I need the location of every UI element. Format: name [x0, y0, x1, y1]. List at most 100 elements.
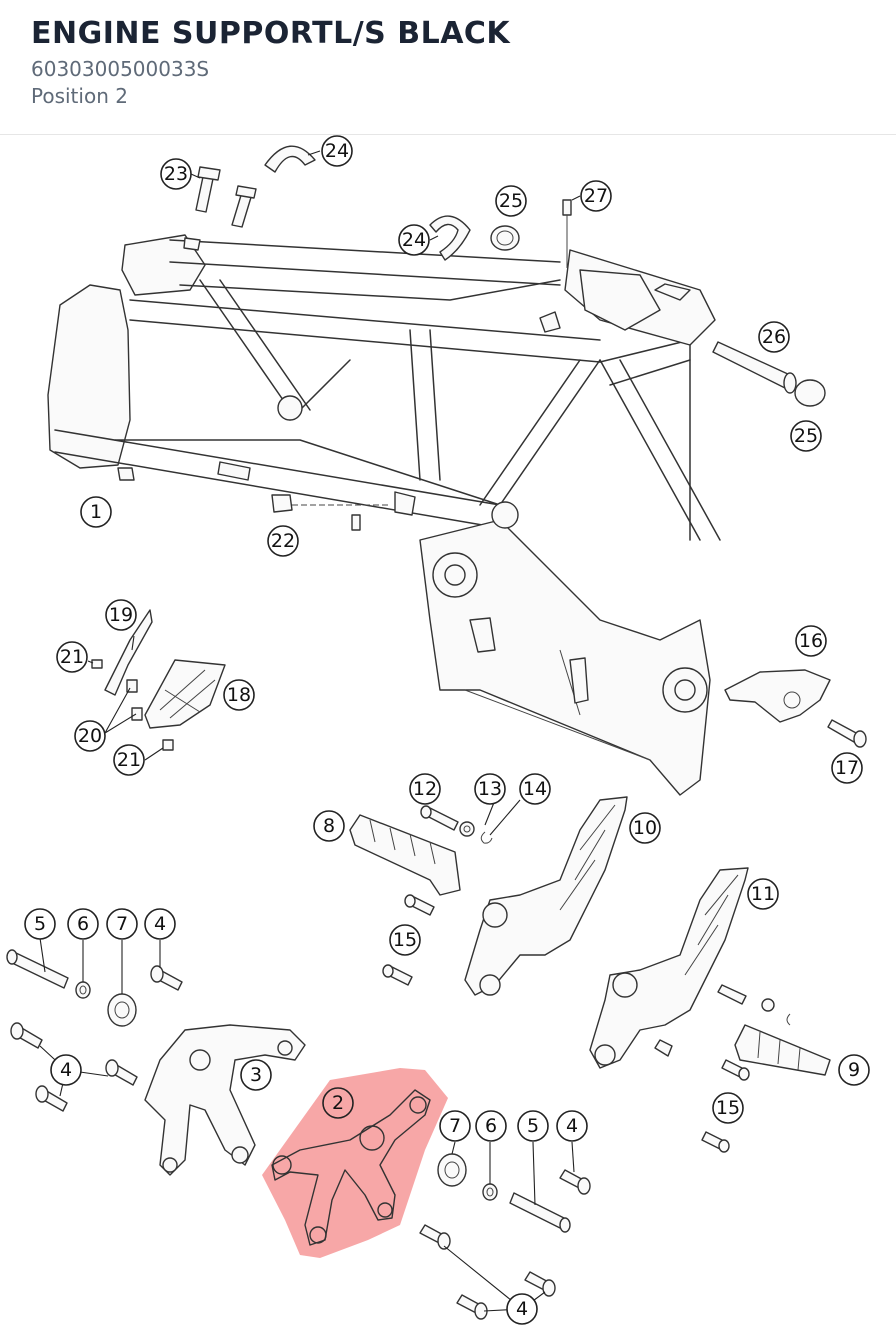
footpeg-8 — [349, 814, 461, 896]
callout-25-right[interactable]: 25 — [790, 420, 822, 452]
svg-text:5: 5 — [527, 1115, 539, 1137]
svg-text:18: 18 — [227, 684, 251, 706]
svg-text:14: 14 — [523, 778, 547, 800]
callout-4-left-lower[interactable]: 4 — [50, 1054, 82, 1086]
callout-6-right[interactable]: 6 — [475, 1110, 507, 1142]
callout-13[interactable]: 13 — [474, 773, 506, 805]
svg-text:9: 9 — [848, 1059, 860, 1081]
svg-text:1: 1 — [90, 501, 102, 523]
svg-text:15: 15 — [716, 1097, 740, 1119]
callout-24-mid[interactable]: 24 — [398, 224, 430, 256]
callout-2-highlighted[interactable]: 2 — [322, 1087, 354, 1119]
washer-6-right — [482, 1183, 498, 1201]
svg-text:2: 2 — [332, 1092, 344, 1114]
svg-text:8: 8 — [323, 815, 335, 837]
callout-5-right[interactable]: 5 — [517, 1110, 549, 1142]
svg-text:22: 22 — [271, 530, 295, 552]
svg-text:16: 16 — [799, 630, 823, 652]
callout-15-lower[interactable]: 15 — [712, 1092, 744, 1124]
bolts-15-top — [382, 894, 435, 986]
callout-22[interactable]: 22 — [267, 525, 299, 557]
svg-text:4: 4 — [60, 1059, 72, 1081]
svg-text:3: 3 — [250, 1064, 262, 1086]
callout-26[interactable]: 26 — [758, 321, 790, 353]
svg-text:26: 26 — [762, 326, 786, 348]
callout-18[interactable]: 18 — [223, 679, 255, 711]
callout-25-top[interactable]: 25 — [495, 185, 527, 217]
svg-text:6: 6 — [77, 913, 89, 935]
highlight-region — [262, 1068, 448, 1258]
callout-14[interactable]: 14 — [519, 773, 551, 805]
svg-text:7: 7 — [116, 913, 128, 935]
frame-part-1 — [47, 234, 721, 796]
callout-23[interactable]: 23 — [160, 158, 192, 190]
pin-12 — [420, 805, 459, 831]
callout-1[interactable]: 1 — [80, 496, 112, 528]
bolts-4-left-group — [10, 1022, 138, 1112]
svg-text:24: 24 — [325, 140, 349, 162]
small-parts-right — [701, 984, 791, 1153]
header: ENGINE SUPPORTL/S BLACK 6030300500033S P… — [0, 0, 896, 135]
callout-17[interactable]: 17 — [831, 752, 863, 784]
callout-24-top[interactable]: 24 — [321, 135, 353, 167]
callout-4-right[interactable]: 4 — [556, 1110, 588, 1142]
clip-22 — [271, 491, 416, 531]
svg-text:7: 7 — [449, 1115, 461, 1137]
footrest-bracket-10 — [464, 796, 628, 996]
guard-16 — [724, 669, 831, 723]
callout-10[interactable]: 10 — [629, 812, 661, 844]
svg-text:24: 24 — [402, 229, 426, 251]
callout-27[interactable]: 27 — [580, 180, 612, 212]
callout-15-upper[interactable]: 15 — [389, 924, 421, 956]
callout-7-right[interactable]: 7 — [439, 1110, 471, 1142]
svg-text:4: 4 — [566, 1115, 578, 1137]
bolt-4-left-a — [150, 965, 183, 991]
cap-25-top — [490, 225, 520, 251]
svg-text:21: 21 — [117, 749, 141, 771]
svg-text:5: 5 — [34, 913, 46, 935]
callout-21-lower[interactable]: 21 — [113, 744, 145, 776]
callout-5-left[interactable]: 5 — [24, 908, 56, 940]
svg-text:6: 6 — [485, 1115, 497, 1137]
washer-13 — [459, 821, 475, 837]
svg-text:11: 11 — [751, 883, 775, 905]
bolt-5-left — [6, 949, 69, 989]
bushing-7-left — [107, 993, 137, 1027]
clamp-24-top — [264, 145, 316, 173]
callout-16[interactable]: 16 — [795, 625, 827, 657]
callout-19[interactable]: 19 — [105, 599, 137, 631]
exploded-diagram: 23 24 24 25 27 26 25 1 22 19 21 18 20 21… — [6, 135, 870, 1325]
svg-text:13: 13 — [478, 778, 502, 800]
callout-4-bottom[interactable]: 4 — [506, 1293, 538, 1325]
bushing-7-right — [437, 1153, 467, 1187]
svg-text:10: 10 — [633, 817, 657, 839]
clip-14 — [480, 831, 493, 844]
svg-text:23: 23 — [164, 163, 188, 185]
svg-text:21: 21 — [60, 646, 84, 668]
guard-19 — [104, 609, 153, 696]
part-number: 6030300500033S — [31, 57, 210, 81]
callout-6-left[interactable]: 6 — [67, 908, 99, 940]
svg-text:12: 12 — [413, 778, 437, 800]
callout-7-left[interactable]: 7 — [106, 908, 138, 940]
callout-21-upper[interactable]: 21 — [56, 641, 88, 673]
svg-text:4: 4 — [154, 913, 166, 935]
callout-3[interactable]: 3 — [240, 1059, 272, 1091]
callout-9[interactable]: 9 — [838, 1054, 870, 1086]
footpeg-9 — [734, 1024, 831, 1076]
callout-12[interactable]: 12 — [409, 773, 441, 805]
position-label: Position 2 — [31, 84, 128, 108]
bolts-23 — [195, 166, 257, 228]
leader-lines — [39, 150, 581, 1312]
svg-text:20: 20 — [78, 725, 102, 747]
bolt-4-right-a — [559, 1169, 591, 1195]
svg-text:4: 4 — [516, 1298, 528, 1320]
footrest-bracket-11 — [589, 867, 749, 1069]
callout-8[interactable]: 8 — [313, 810, 345, 842]
guard-18 — [144, 659, 226, 729]
callout-11[interactable]: 11 — [747, 878, 779, 910]
callout-20[interactable]: 20 — [74, 720, 106, 752]
svg-text:19: 19 — [109, 604, 133, 626]
bolts-4-bottom — [419, 1224, 556, 1320]
callout-4-left-upper[interactable]: 4 — [144, 908, 176, 940]
